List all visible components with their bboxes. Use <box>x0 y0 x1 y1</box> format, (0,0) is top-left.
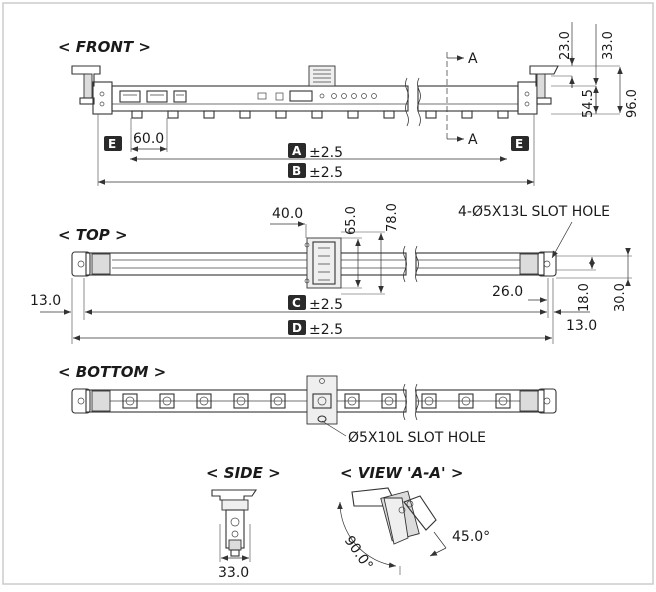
label-box-e <box>511 136 529 151</box>
slot-hole-note-top: 4-Ø5X13L SLOT HOLE <box>458 204 610 220</box>
tolerance-b: ±2.5 <box>309 165 343 181</box>
front-body-right <box>417 85 519 112</box>
dim-33: 33.0 <box>601 31 616 60</box>
front-view: < FRONT > <box>58 22 640 186</box>
slot-hole-note-bottom: Ø5X10L SLOT HOLE <box>348 430 486 446</box>
svg-text:C: C <box>292 296 301 310</box>
top-view: < TOP > 40.0 65.0 <box>30 203 632 344</box>
top-body-left <box>85 252 407 276</box>
tolerance-d: ±2.5 <box>309 322 343 338</box>
dim-23: 23.0 <box>558 31 573 60</box>
section-label-bottom: A <box>468 132 478 148</box>
label-box-e <box>104 136 122 151</box>
dim-60: 60.0 <box>133 131 164 147</box>
label-box-a <box>288 143 306 158</box>
dim-65: 65.0 <box>344 206 359 235</box>
side-dim-33: 33.0 <box>218 565 249 581</box>
rj45-port <box>173 90 187 103</box>
angle-45: 45.0° <box>452 529 490 545</box>
front-break-left <box>405 77 409 127</box>
section-label-top: A <box>468 51 478 67</box>
front-left-endcap <box>92 81 113 115</box>
front-left-bracket <box>71 65 101 87</box>
svg-text:E: E <box>108 137 116 151</box>
emitter-nozzles <box>131 110 509 119</box>
status-led <box>257 92 267 100</box>
dim-54-5: 54.5 <box>581 89 596 118</box>
label-box-c <box>288 295 306 310</box>
tolerance-c: ±2.5 <box>309 297 343 313</box>
dim-96: 96.0 <box>625 89 640 118</box>
label-box-d <box>288 320 306 335</box>
rj45-port <box>119 90 141 103</box>
dim-78: 78.0 <box>385 203 400 232</box>
dim-26: 26.0 <box>492 284 523 300</box>
rj45-port <box>146 90 168 103</box>
sheet-frame <box>2 2 654 585</box>
angle-90: 90.0° <box>341 533 376 573</box>
display-window <box>289 90 313 102</box>
front-break-right <box>417 77 421 127</box>
svg-text:E: E <box>515 137 523 151</box>
view-aa-right-arm <box>403 495 437 531</box>
front-view-label: < FRONT > <box>58 38 151 56</box>
bottom-view: < BOTTOM > Ø5X10L SLO <box>58 363 557 446</box>
dim-18: 18.0 <box>577 283 592 312</box>
svg-text:D: D <box>292 321 302 335</box>
side-view-label: < SIDE > <box>206 464 281 482</box>
view-aa: < VIEW 'A-A' > 90.0° 45.0° <box>337 464 490 575</box>
top-view-label: < TOP > <box>58 226 128 244</box>
center-mount-bracket <box>308 65 336 87</box>
bottom-view-label: < BOTTOM > <box>58 363 166 381</box>
top-left-mount <box>71 251 91 277</box>
top-center-bracket <box>306 237 342 289</box>
side-view: < SIDE > 33.0 <box>206 464 281 581</box>
dim-40: 40.0 <box>272 206 303 222</box>
dim-30: 30.0 <box>613 283 628 312</box>
tolerance-a: ±2.5 <box>309 145 343 161</box>
front-right-endcap <box>517 81 538 115</box>
label-box-b <box>288 163 306 178</box>
bottom-emitters <box>122 393 511 409</box>
svg-text:A: A <box>292 144 302 158</box>
view-aa-label: < VIEW 'A-A' > <box>340 464 463 482</box>
svg-text:B: B <box>292 164 301 178</box>
dim-13-left: 13.0 <box>30 293 61 309</box>
dim-13-right: 13.0 <box>566 318 597 334</box>
slot-hole <box>317 415 327 423</box>
